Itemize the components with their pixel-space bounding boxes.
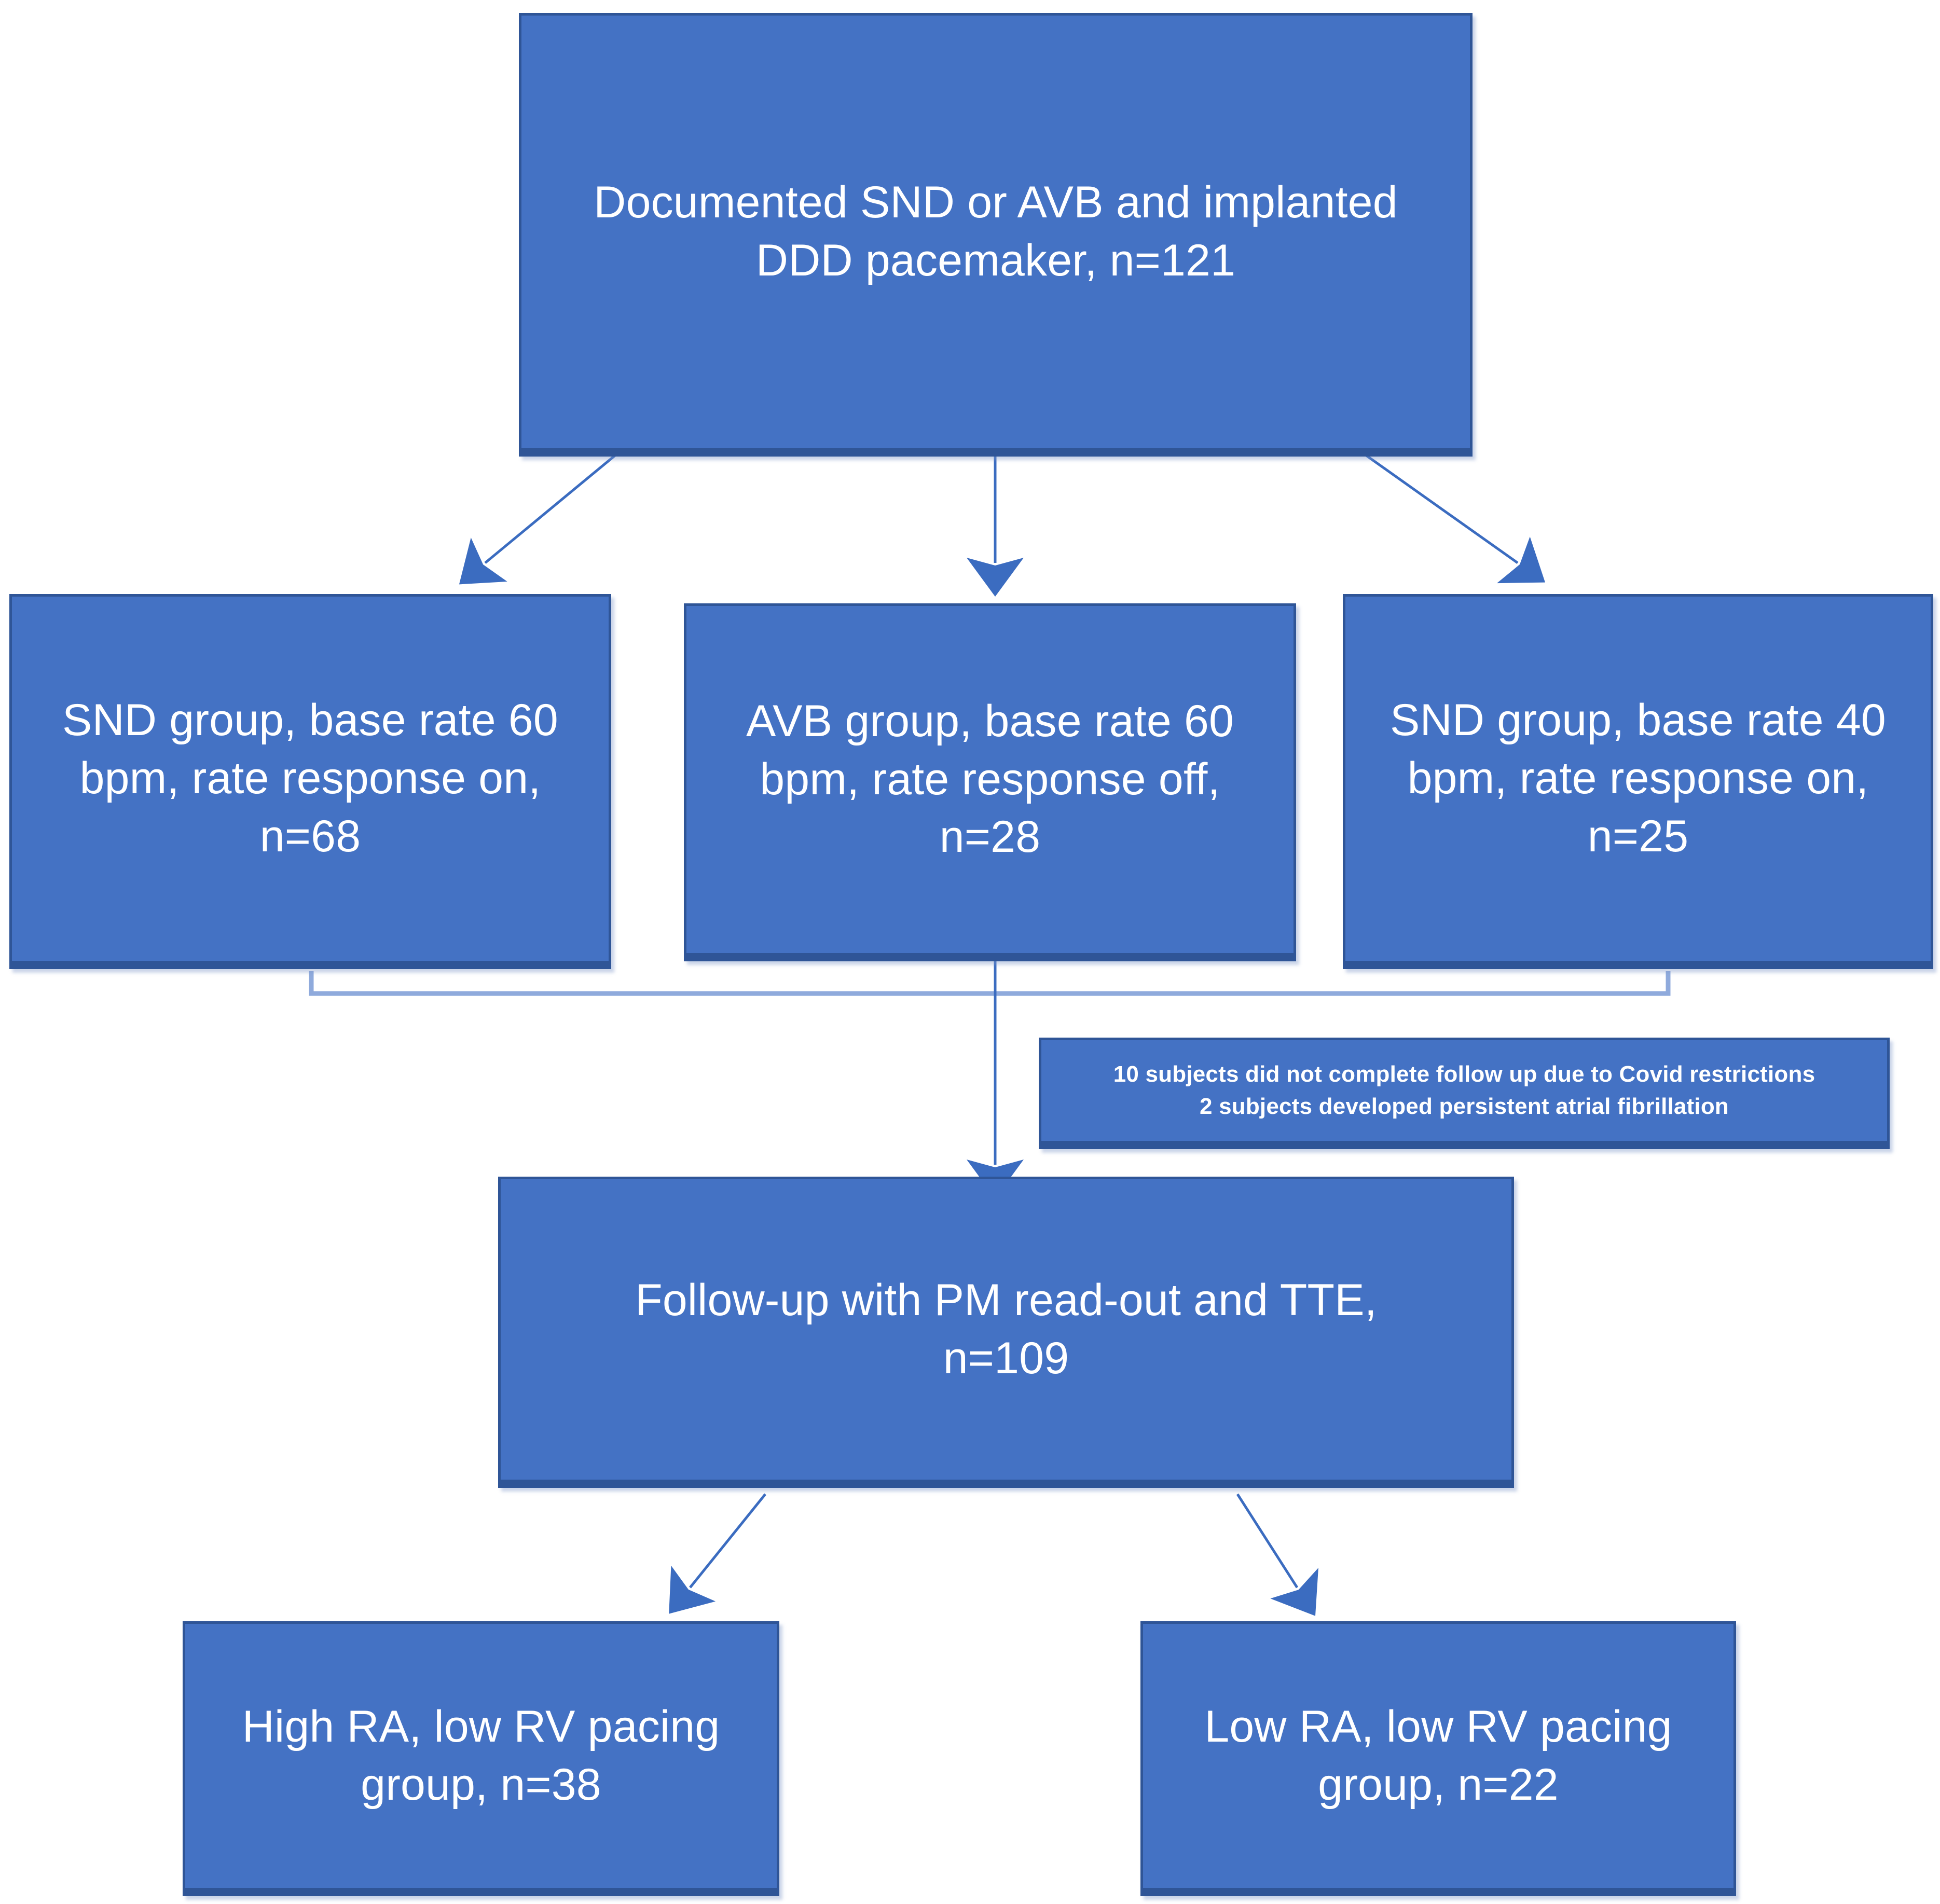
node-followup[interactable]: Follow-up with PM read-out and TTE, n=10… <box>498 1177 1514 1488</box>
node-group-snd60-label: SND group, base rate 60 bpm, rate respon… <box>62 695 558 861</box>
edge-enrollment-to-snd40 <box>1359 450 1546 584</box>
node-enrollment-label: Documented SND or AVB and implanted DDD … <box>594 177 1398 285</box>
node-group-snd40[interactable]: SND group, base rate 40 bpm, rate respon… <box>1343 594 1933 969</box>
node-enrollment[interactable]: Documented SND or AVB and implanted DDD … <box>519 13 1473 457</box>
node-low-ra-label: Low RA, low RV pacing group, n=22 <box>1204 1701 1672 1810</box>
node-followup-label: Follow-up with PM read-out and TTE, n=10… <box>635 1275 1377 1383</box>
node-low-ra[interactable]: Low RA, low RV pacing group, n=22 <box>1140 1621 1736 1896</box>
node-group-avb60-label: AVB group, base rate 60 bpm, rate respon… <box>746 696 1234 862</box>
node-group-avb60[interactable]: AVB group, base rate 60 bpm, rate respon… <box>684 603 1296 961</box>
edge-groups-merge-bracket <box>309 971 1671 996</box>
node-exclusions-label: 10 subjects did not complete follow up d… <box>1113 1061 1815 1119</box>
node-exclusions[interactable]: 10 subjects did not complete follow up d… <box>1039 1038 1890 1149</box>
edge-followup-to-low-ra <box>1236 1493 1318 1616</box>
edge-followup-to-high-ra <box>669 1493 766 1614</box>
node-group-snd40-label: SND group, base rate 40 bpm, rate respon… <box>1390 695 1886 861</box>
node-high-ra-label: High RA, low RV pacing group, n=38 <box>242 1701 720 1810</box>
edge-enrollment-to-snd60 <box>459 450 621 585</box>
node-high-ra[interactable]: High RA, low RV pacing group, n=38 <box>183 1621 779 1896</box>
node-group-snd60[interactable]: SND group, base rate 60 bpm, rate respon… <box>9 594 611 969</box>
